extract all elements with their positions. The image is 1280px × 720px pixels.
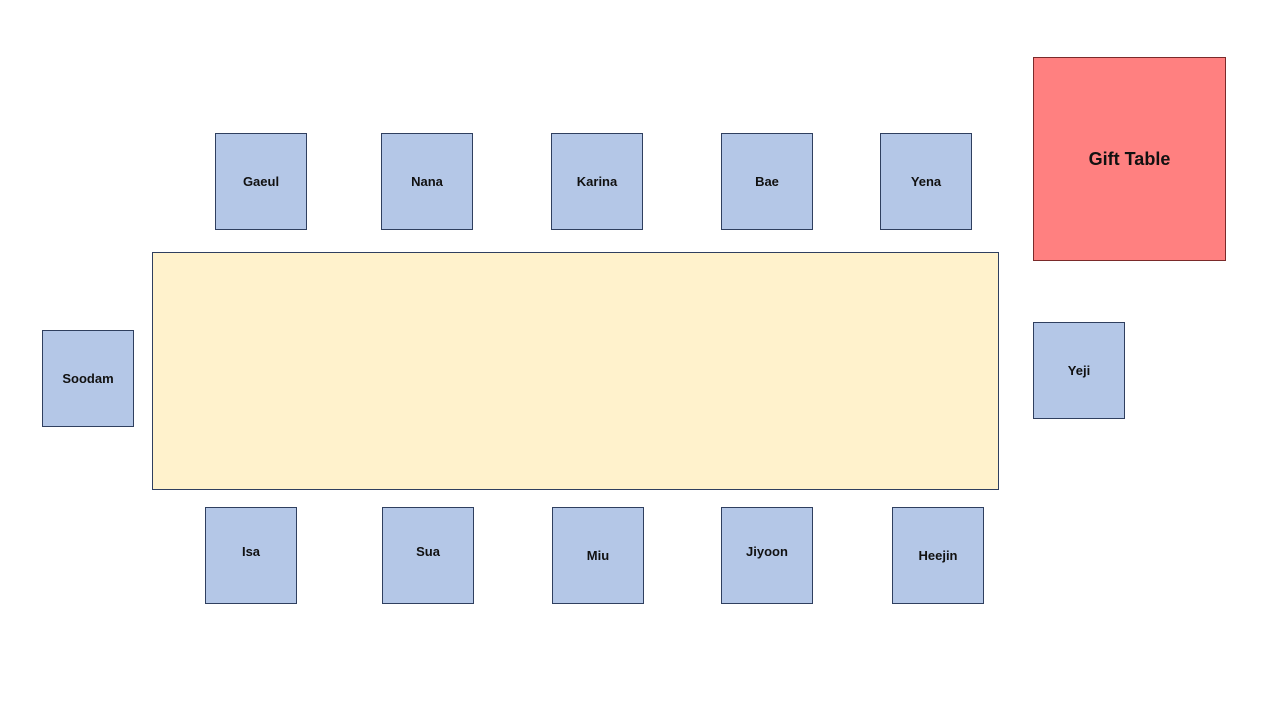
- seat-karina: Karina: [551, 133, 643, 230]
- seat-jiyoon: Jiyoon: [721, 507, 813, 604]
- seat-heejin: Heejin: [892, 507, 984, 604]
- gift-table: Gift Table: [1033, 57, 1226, 261]
- seat-label: Gaeul: [242, 174, 280, 189]
- seat-bae: Bae: [721, 133, 813, 230]
- seat-label: Yeji: [1067, 363, 1091, 378]
- gift-table-label: Gift Table: [1088, 148, 1171, 169]
- seat-label: Jiyoon: [746, 544, 788, 559]
- seat-sua: Sua: [382, 507, 474, 604]
- seat-label: Isa: [241, 544, 261, 559]
- seat-label: Soodam: [62, 371, 114, 386]
- seat-isa: Isa: [205, 507, 297, 604]
- seat-label: Yena: [910, 174, 942, 189]
- main-table: [152, 252, 999, 490]
- seat-label: Heejin: [918, 548, 958, 563]
- seat-label: Nana: [411, 174, 443, 189]
- seat-soodam: Soodam: [42, 330, 134, 427]
- seat-nana: Nana: [381, 133, 473, 230]
- seat-label: Miu: [586, 548, 610, 563]
- seat-yeji: Yeji: [1033, 322, 1125, 419]
- seat-gaeul: Gaeul: [215, 133, 307, 230]
- seat-label: Karina: [576, 174, 618, 189]
- seat-yena: Yena: [880, 133, 972, 230]
- seat-miu: Miu: [552, 507, 644, 604]
- seat-label: Bae: [755, 174, 779, 189]
- seat-label: Sua: [416, 544, 440, 559]
